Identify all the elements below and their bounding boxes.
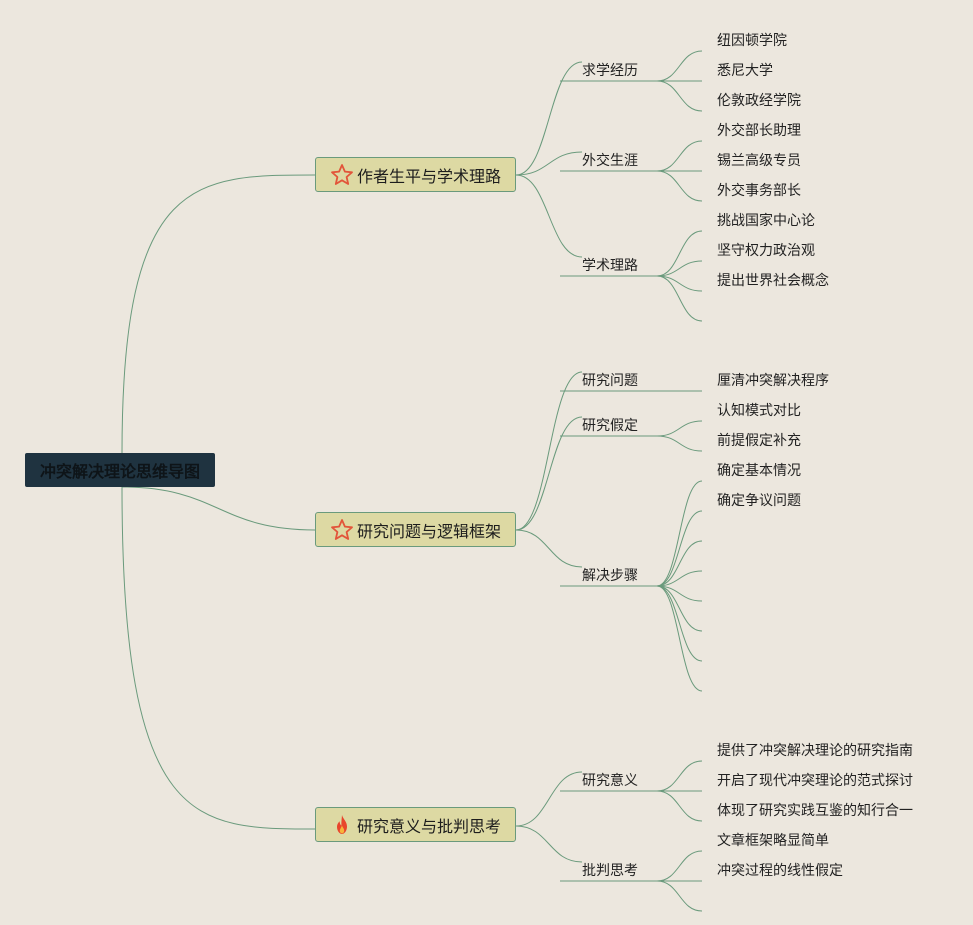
sub-node-diplomatic-career[interactable]: 外交生涯	[582, 153, 638, 169]
leaf-link	[656, 260, 703, 277]
leaf-link	[656, 275, 703, 292]
leaf-link	[656, 230, 703, 277]
branch-link	[515, 416, 583, 531]
leaf-link	[656, 585, 703, 632]
root-title: 冲突解决理论思维导图	[39, 462, 200, 481]
sub-node-research-question[interactable]: 研究问题	[582, 373, 638, 389]
root-node[interactable]: 冲突解决理论思维导图	[25, 453, 215, 487]
leaf-link	[656, 435, 703, 452]
leaf-node[interactable]: 提供了冲突解决理论的研究指南	[717, 743, 913, 759]
branch-link	[515, 825, 583, 863]
branch-link	[515, 371, 583, 531]
leaf-link	[656, 510, 703, 587]
branch-node-research-framework[interactable]: 研究问题与逻辑框架	[315, 512, 516, 547]
leaf-node[interactable]: 挑战国家中心论	[717, 213, 815, 229]
branch-node-author-biography[interactable]: 作者生平与学术理路	[315, 157, 516, 192]
sub-node-academic-path[interactable]: 学术理路	[582, 258, 638, 274]
leaf-link	[656, 540, 703, 587]
branch-link	[515, 61, 583, 176]
leaf-link	[656, 50, 703, 82]
leaf-node[interactable]: 坚守权力政治观	[717, 243, 815, 259]
leaf-node[interactable]: 伦敦政经学院	[717, 93, 801, 109]
leaf-node[interactable]: 悉尼大学	[717, 63, 773, 79]
sub-node-research-significance[interactable]: 研究意义	[582, 773, 638, 789]
branch-link	[515, 151, 583, 176]
root-link	[121, 486, 316, 830]
branch-label: 作者生平与学术理路	[356, 166, 501, 186]
leaf-node[interactable]: 厘清冲突解决程序	[717, 373, 829, 389]
root-link	[121, 486, 316, 531]
branch-node-significance-critique[interactable]: 研究意义与批判思考	[315, 807, 516, 842]
branch-link	[515, 174, 583, 258]
leaf-link	[656, 570, 703, 587]
leaf-node[interactable]: 外交部长助理	[717, 123, 801, 139]
leaf-node[interactable]: 文章框架略显简单	[717, 833, 829, 849]
sub-node-critical-thinking[interactable]: 批判思考	[582, 863, 638, 879]
leaf-node[interactable]: 前提假定补充	[717, 433, 801, 449]
sub-node-education[interactable]: 求学经历	[582, 63, 638, 79]
leaf-link	[656, 585, 703, 662]
leaf-node[interactable]: 外交事务部长	[717, 183, 801, 199]
branch-label: 研究意义与批判思考	[356, 816, 501, 836]
leaf-node[interactable]: 提出世界社会概念	[717, 273, 829, 289]
fire-icon	[336, 814, 347, 834]
sub-node-resolution-steps[interactable]: 解决步骤	[582, 568, 638, 584]
root-link	[121, 174, 316, 454]
leaf-link	[656, 480, 703, 587]
leaf-node[interactable]: 纽因顿学院	[717, 33, 787, 49]
branch-label: 研究问题与逻辑框架	[356, 521, 501, 541]
leaf-link	[656, 760, 703, 792]
leaf-link	[656, 790, 703, 822]
branch-link	[515, 771, 583, 827]
branch-link	[515, 529, 583, 568]
leaf-node[interactable]: 确定争议问题	[717, 493, 801, 509]
leaf-link	[656, 880, 703, 912]
leaf-link	[656, 850, 703, 882]
sub-node-research-assumption[interactable]: 研究假定	[582, 418, 638, 434]
leaf-node[interactable]: 锡兰高级专员	[717, 153, 801, 169]
leaf-link	[656, 275, 703, 322]
leaf-link	[656, 170, 703, 202]
leaf-node[interactable]: 体现了研究实践互鉴的知行合一	[717, 803, 913, 819]
star-icon	[331, 163, 353, 185]
leaf-link	[656, 80, 703, 112]
leaf-link	[656, 420, 703, 437]
leaf-node[interactable]: 开启了现代冲突理论的范式探讨	[717, 773, 913, 789]
leaf-node[interactable]: 冲突过程的线性假定	[717, 863, 843, 879]
leaf-link	[656, 140, 703, 172]
leaf-node[interactable]: 确定基本情况	[717, 463, 801, 479]
leaf-node[interactable]: 认知模式对比	[717, 403, 801, 419]
leaf-link	[656, 585, 703, 692]
star-icon	[331, 518, 353, 540]
